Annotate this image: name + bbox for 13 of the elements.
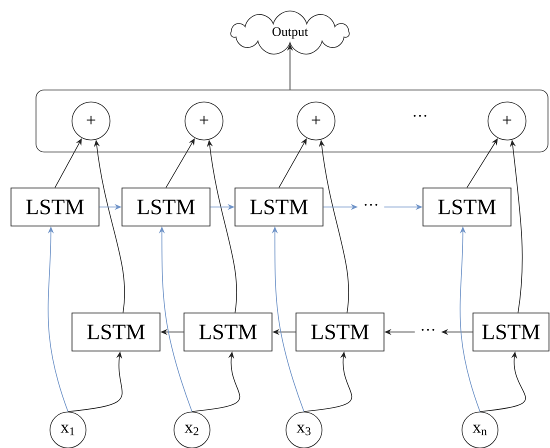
lstm-box: LSTM <box>184 312 272 352</box>
lstm-box: LSTM <box>72 312 160 352</box>
sum-panel <box>36 90 548 152</box>
lstm-box: LSTM <box>472 312 550 352</box>
lstm-box: LSTM <box>422 188 512 226</box>
lstm-box: LSTM <box>234 188 324 226</box>
ellipsis: ··· <box>364 204 378 206</box>
output-cloud: Output <box>230 10 350 54</box>
lstm-box: LSTM <box>296 312 384 352</box>
ellipsis: ··· <box>414 114 426 117</box>
ellipsis: ··· <box>422 328 434 331</box>
lstm-box: LSTM <box>10 188 100 226</box>
lstm-box: LSTM <box>122 188 210 226</box>
